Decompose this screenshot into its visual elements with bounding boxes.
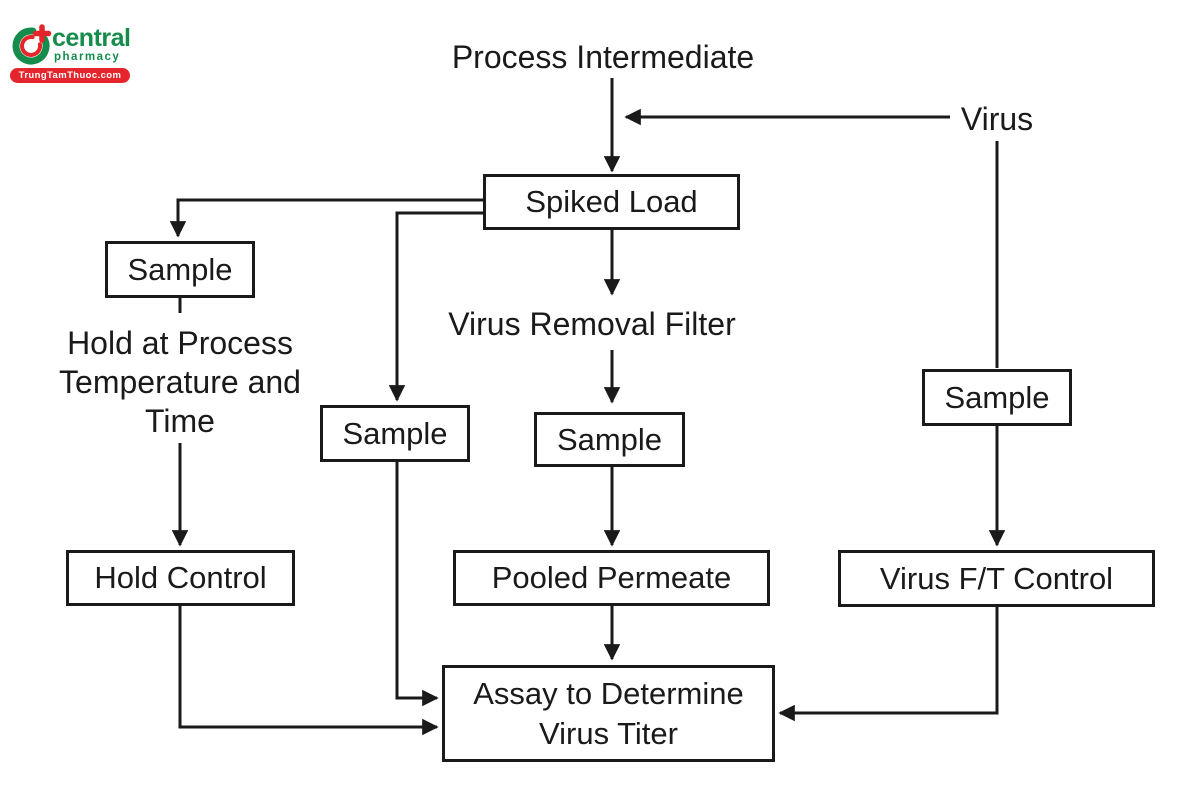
assay-line1: Assay to Determine bbox=[473, 675, 744, 711]
central-pharmacy-logo: central pharmacy TrungTamThuoc.com bbox=[8, 10, 140, 94]
assay-line2: Virus Titer bbox=[539, 715, 678, 751]
logo-badge: TrungTamThuoc.com bbox=[10, 68, 130, 83]
virus-label: Virus bbox=[960, 100, 1034, 137]
hold-note-line2: Temperature and bbox=[59, 363, 301, 400]
logo-red-arc bbox=[20, 35, 42, 57]
pooled-permeate-box: Pooled Permeate bbox=[453, 550, 770, 606]
hold-control-box: Hold Control bbox=[66, 550, 295, 606]
central-pharmacy-icon bbox=[12, 24, 52, 65]
hold-note-line1: Hold at Process bbox=[67, 324, 293, 361]
hold-note-label: Hold at Process Temperature and Time bbox=[35, 322, 325, 442]
sample-mid-left-box: Sample bbox=[320, 405, 470, 462]
connector-hold-control-to-assay bbox=[178, 606, 439, 736]
connector-sample-mid-left-to-assay bbox=[395, 462, 439, 707]
sample-center-box: Sample bbox=[534, 412, 685, 467]
hold-note-line3: Time bbox=[145, 402, 215, 439]
virus-ft-control-box: Virus F/T Control bbox=[838, 550, 1155, 607]
process-intermediate-label: Process Intermediate bbox=[451, 38, 755, 75]
connector-spiked-to-sample-left bbox=[169, 198, 483, 238]
logo-green-arc bbox=[12, 27, 50, 65]
virus-removal-filter-label: Virus Removal Filter bbox=[448, 305, 736, 342]
spiked-load-box: Spiked Load bbox=[483, 174, 740, 230]
logo-sub-text: pharmacy bbox=[54, 51, 121, 63]
sample-right-box: Sample bbox=[922, 369, 1072, 426]
assay-box: Assay to Determine Virus Titer bbox=[442, 665, 775, 762]
connector-ft-control-to-assay bbox=[778, 607, 999, 722]
plus-icon bbox=[32, 24, 52, 43]
logo-brand-text: central bbox=[52, 24, 131, 52]
sample-left-box: Sample bbox=[105, 241, 255, 298]
